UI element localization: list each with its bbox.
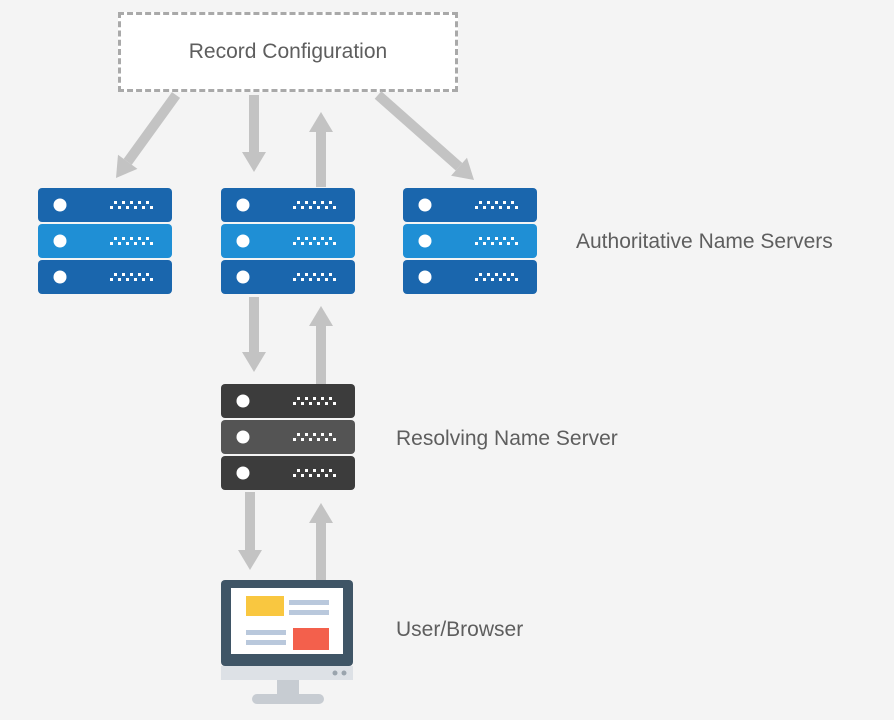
server-unit: [38, 224, 172, 258]
status-light-icon: [236, 430, 250, 444]
authoritative-server-right: [403, 188, 537, 294]
server-unit: [221, 260, 355, 294]
server-unit: [38, 188, 172, 222]
status-light-icon: [53, 234, 67, 248]
arrow-resolver-to-client: [238, 492, 262, 570]
status-light-icon: [418, 198, 432, 212]
server-unit: [221, 384, 355, 418]
resolving-server: [221, 384, 355, 490]
server-unit: [38, 260, 172, 294]
status-light-icon: [53, 198, 67, 212]
vent-icon: [293, 397, 336, 405]
arrows: [116, 91, 474, 580]
vent-icon: [110, 273, 153, 281]
user-browser-label: User/Browser: [396, 618, 524, 641]
server-unit: [221, 188, 355, 222]
server-unit: [221, 224, 355, 258]
authoritative-name-servers-label: Authoritative Name Servers: [576, 230, 833, 253]
monitor-icon: [221, 580, 353, 704]
vent-icon: [293, 433, 336, 441]
arrow-client-to-resolver: [309, 503, 333, 580]
vent-icon: [293, 237, 336, 245]
authoritative-server-center: [221, 188, 355, 294]
vent-icon: [293, 273, 336, 281]
vent-icon: [293, 469, 336, 477]
status-light-icon: [236, 466, 250, 480]
arrow-config-to-auth-left: [116, 92, 181, 178]
content-card-icon: [293, 628, 329, 650]
record-configuration-box: Record Configuration: [118, 12, 458, 92]
vent-icon: [293, 201, 336, 209]
status-light-icon: [418, 234, 432, 248]
vent-icon: [475, 201, 518, 209]
server-unit: [403, 260, 537, 294]
server-unit: [403, 188, 537, 222]
status-light-icon: [236, 234, 250, 248]
server-unit: [221, 456, 355, 490]
vent-icon: [110, 237, 153, 245]
vent-icon: [475, 237, 518, 245]
arrow-config-to-auth-right: [374, 91, 474, 180]
status-light-icon: [236, 270, 250, 284]
server-unit: [221, 420, 355, 454]
vent-icon: [110, 201, 153, 209]
arrow-config-to-auth-center: [242, 95, 266, 172]
server-unit: [403, 224, 537, 258]
arrow-auth-to-resolver: [242, 297, 266, 372]
arrow-auth-center-to-config: [309, 112, 333, 187]
content-card-icon: [246, 596, 284, 616]
status-light-icon: [236, 198, 250, 212]
resolving-name-server-label: Resolving Name Server: [396, 427, 618, 450]
record-configuration-label: Record Configuration: [188, 40, 388, 63]
arrow-resolver-to-auth: [309, 306, 333, 385]
vent-icon: [475, 273, 518, 281]
status-light-icon: [236, 394, 250, 408]
servers: [38, 188, 537, 490]
status-light-icon: [418, 270, 432, 284]
status-light-icon: [53, 270, 67, 284]
authoritative-server-left: [38, 188, 172, 294]
